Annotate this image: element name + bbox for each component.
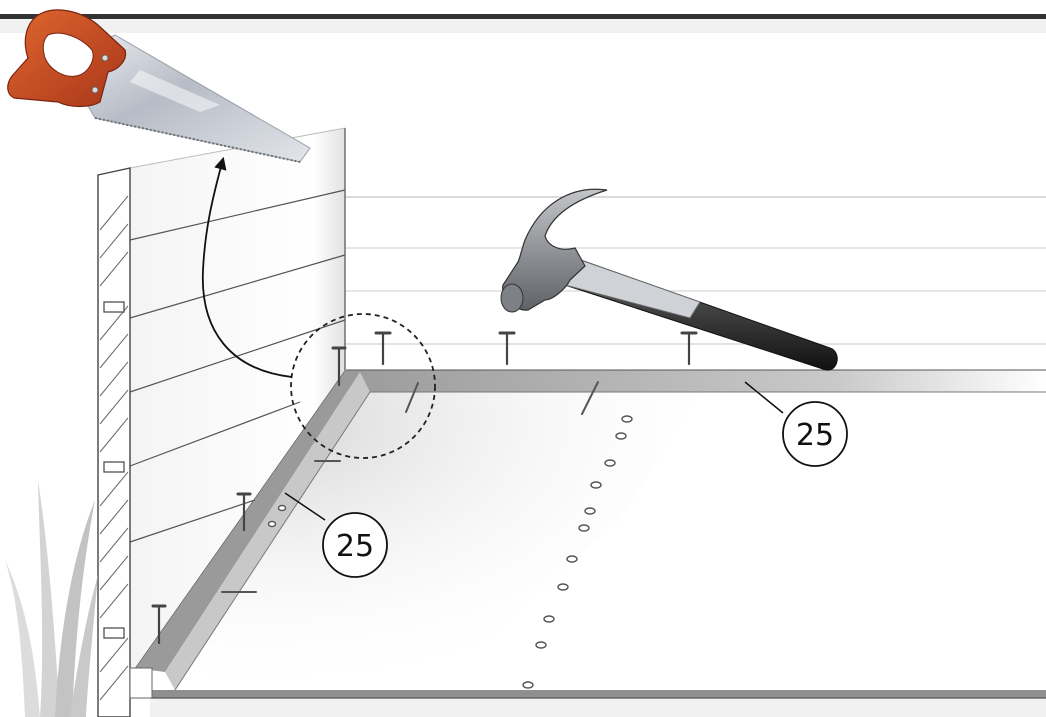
grass-decoration [5, 480, 98, 717]
bottom-board-edge [150, 690, 1046, 698]
callout-25-right: 25 [782, 401, 848, 467]
top-frame [0, 0, 1046, 33]
wall-section-hatch [97, 167, 153, 717]
claw-hammer-icon [500, 188, 838, 371]
callout-number: 25 [796, 418, 834, 453]
cut-arrow [201, 156, 293, 378]
spacer-band-back [345, 369, 1046, 393]
hand-saw-icon [7, 9, 311, 163]
nail [151, 604, 167, 645]
nail [405, 382, 419, 413]
nail [680, 331, 698, 366]
callout-leaders [284, 381, 784, 521]
nail [581, 381, 599, 415]
deck-boards [135, 390, 1046, 717]
detail-highlight-circle [290, 313, 436, 459]
back-deck-surface [345, 196, 1046, 397]
nail [374, 331, 392, 366]
driven-nails [221, 381, 599, 593]
standing-nails [151, 331, 698, 645]
callout-number: 25 [336, 529, 374, 564]
nail [236, 492, 252, 532]
nail-heads [267, 415, 633, 689]
wall-cladding [129, 127, 346, 668]
nail [331, 346, 347, 387]
callout-25-left: 25 [322, 512, 388, 578]
nail [498, 331, 516, 366]
